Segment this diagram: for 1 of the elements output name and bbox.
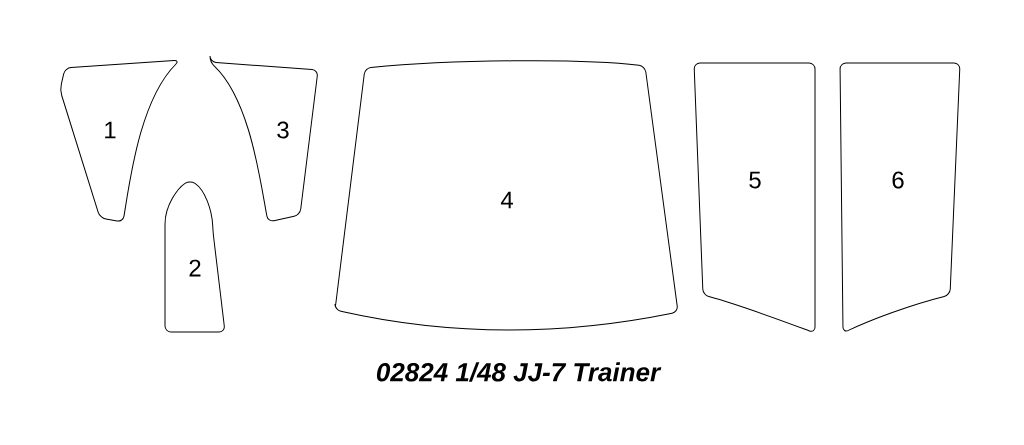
sheet-title: 02824 1/48 JJ-7 Trainer <box>376 362 662 382</box>
